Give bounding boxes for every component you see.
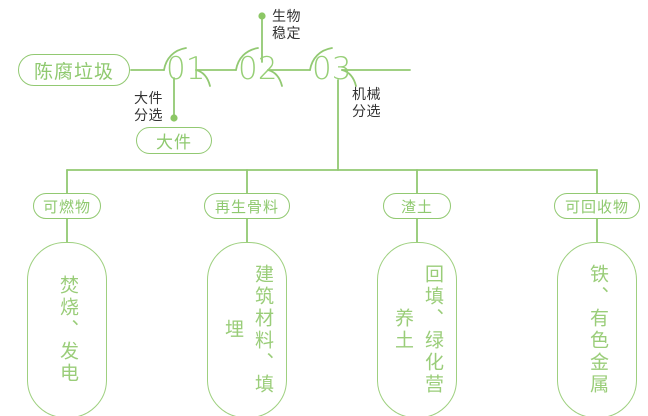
outcome-box-1[interactable]: 焚烧、发电 [27, 242, 107, 416]
outcome-text-2: 建筑材料、填埋 [222, 264, 273, 396]
annotation-step03: 机械 分选 [352, 86, 381, 119]
category-pill-2[interactable]: 再生骨料 [204, 193, 290, 219]
step-number-02[interactable]: 02 [238, 51, 278, 87]
dot-bio [258, 12, 266, 20]
step-number-03[interactable]: 03 [312, 51, 352, 87]
step-number-01[interactable]: 01 [166, 51, 206, 87]
outcome-text-3: 回填、绿化营养土 [392, 264, 443, 396]
annotation-step01: 大件 分选 [134, 90, 163, 123]
output-pill-bulky[interactable]: 大件 [136, 127, 212, 154]
outcome-text-1: 焚烧、发电 [57, 275, 78, 385]
annotation-step02: 生物 稳定 [272, 8, 301, 41]
category-pill-1[interactable]: 可燃物 [33, 193, 101, 219]
source-pill[interactable]: 陈腐垃圾 [18, 54, 130, 86]
arc-step02-top [235, 47, 259, 71]
outcome-box-4[interactable]: 铁、有色金属 [557, 242, 637, 416]
category-pill-4[interactable]: 可回收物 [554, 193, 640, 219]
outcome-box-2[interactable]: 建筑材料、填埋 [207, 242, 287, 416]
outcome-text-4: 铁、有色金属 [587, 264, 608, 396]
arc-step01-top [163, 47, 187, 71]
outcome-box-3[interactable]: 回填、绿化营养土 [377, 242, 457, 416]
arc-step03-top [309, 47, 333, 71]
dot-bulky [170, 114, 178, 122]
category-pill-3[interactable]: 渣土 [383, 193, 451, 219]
